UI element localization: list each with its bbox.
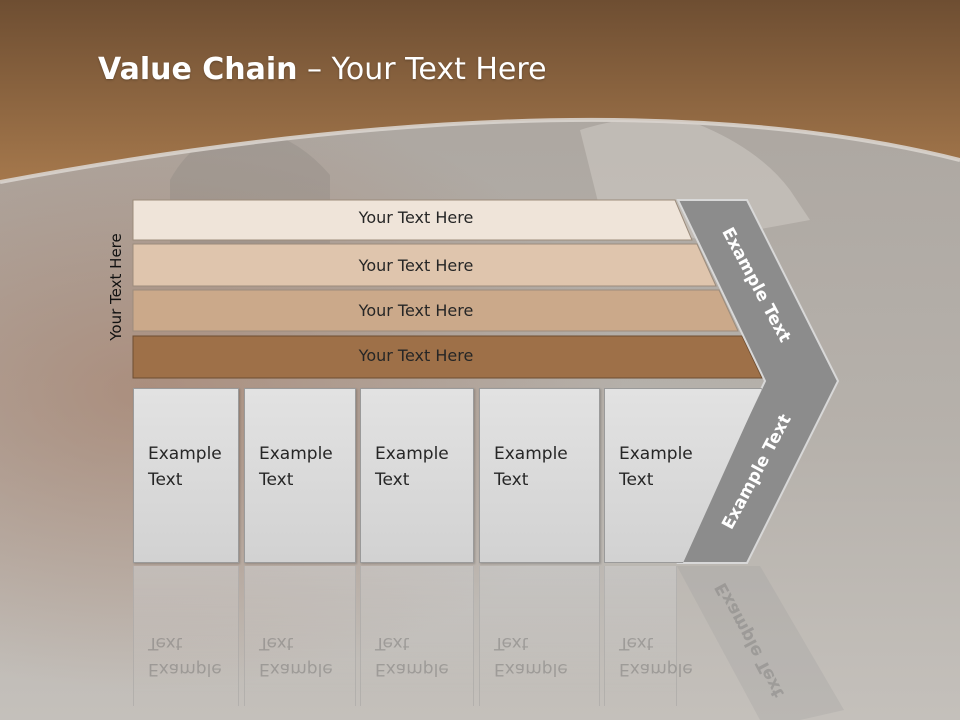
header-band xyxy=(0,0,960,182)
chevron-reflection xyxy=(677,566,844,720)
value-band xyxy=(132,335,763,379)
band-label: Your Text Here xyxy=(358,346,474,365)
value-band xyxy=(132,243,717,287)
slide-title: Value Chain – Your Text Here xyxy=(98,52,547,87)
title-bold: Value Chain xyxy=(98,52,298,87)
header-curve xyxy=(0,117,960,184)
value-band xyxy=(132,289,739,332)
band-label: Your Text Here xyxy=(358,208,474,227)
value-band xyxy=(132,199,693,241)
side-label: Your Text Here xyxy=(107,233,125,341)
band-label: Your Text Here xyxy=(358,256,474,275)
title-rest: – Your Text Here xyxy=(297,52,547,87)
value-chevron xyxy=(676,199,840,564)
band-label: Your Text Here xyxy=(358,301,474,320)
